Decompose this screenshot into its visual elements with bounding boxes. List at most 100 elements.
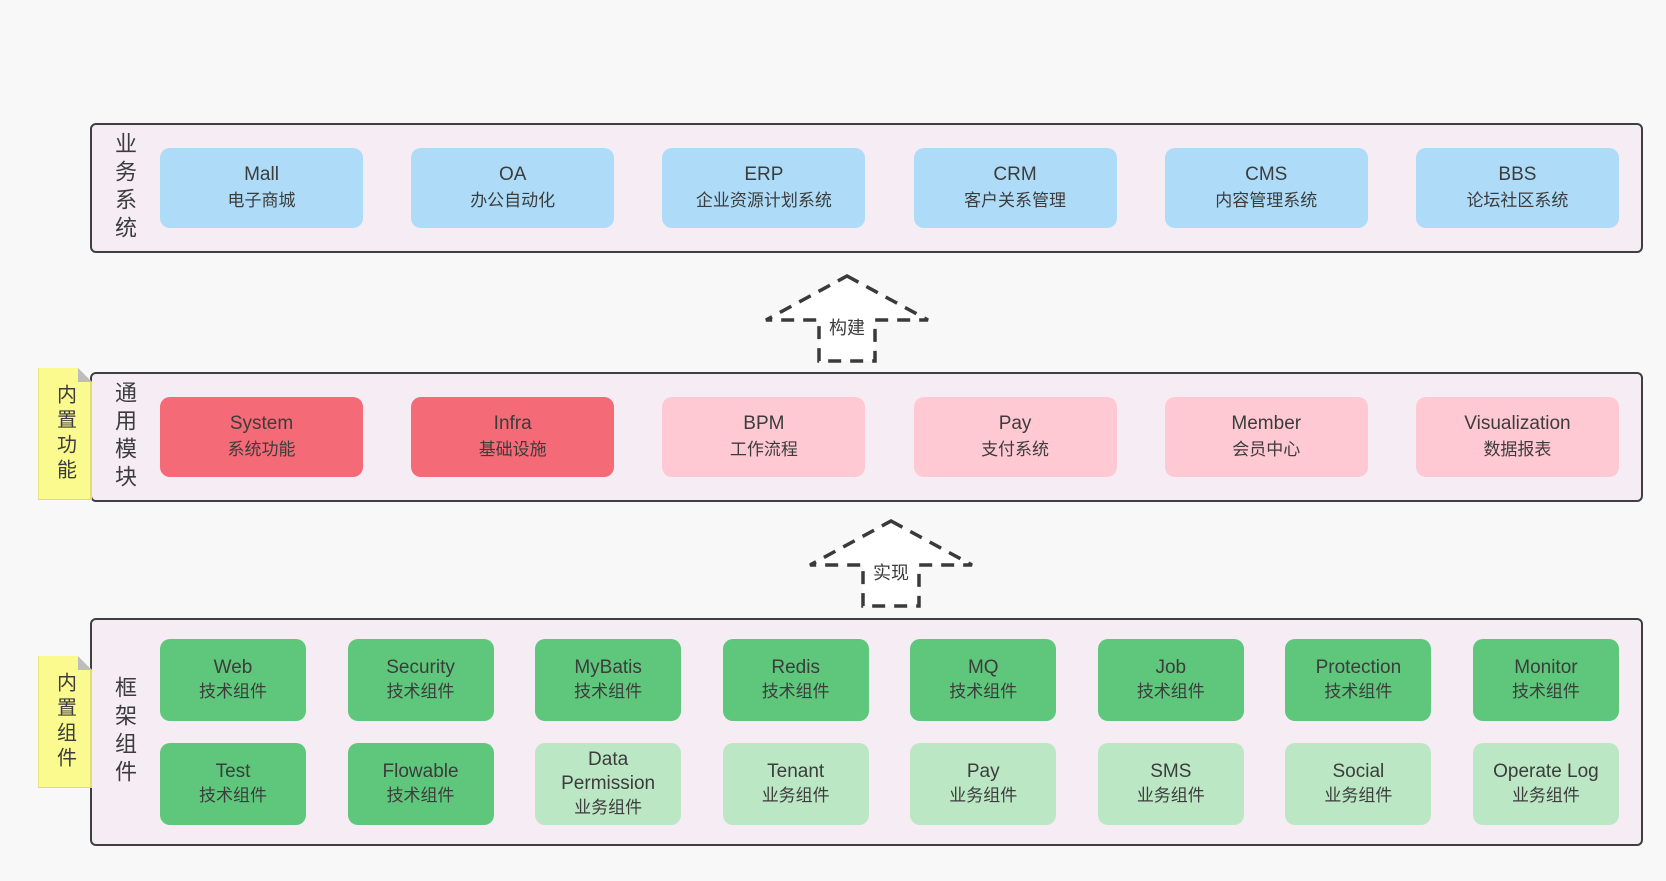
box-system: System 系统功能	[160, 397, 363, 477]
box-title: MQ	[967, 657, 999, 678]
box-subtitle: 业务组件	[1324, 786, 1393, 805]
box-title: MyBatis	[574, 657, 642, 678]
box-subtitle: 企业资源计划系统	[695, 191, 832, 210]
arrow-implement-label: 实现	[870, 558, 912, 587]
box-title: OA	[498, 164, 527, 185]
box-title: Monitor	[1514, 657, 1578, 678]
box-subtitle: 业务组件	[949, 786, 1018, 805]
box-data-permission: Data Permission 业务组件	[535, 743, 682, 825]
box-subtitle: 电子商城	[227, 191, 296, 210]
box-subtitle: 技术组件	[386, 682, 455, 701]
arrow-build: 构建	[762, 272, 932, 364]
box-title: SMS	[1150, 761, 1192, 782]
box-title: Pay	[998, 413, 1032, 434]
box-pay: Pay 支付系统	[913, 397, 1117, 477]
box-subtitle: 基础设施	[478, 440, 547, 459]
box-security: Security 技术组件	[347, 639, 494, 721]
box-visualization: Visualization 数据报表	[1415, 397, 1619, 477]
box-title: BPM	[743, 413, 785, 434]
box-subtitle: 业务组件	[761, 786, 830, 805]
box-mybatis: MyBatis 技术组件	[535, 639, 682, 721]
box-subtitle: 办公自动化	[470, 191, 556, 210]
box-subtitle: 技术组件	[386, 786, 455, 805]
box-subtitle: 技术组件	[199, 786, 267, 805]
box-subtitle: 技术组件	[761, 682, 830, 701]
box-mq: MQ 技术组件	[910, 639, 1057, 721]
box-subtitle: 技术组件	[1511, 682, 1580, 701]
arrow-build-label: 构建	[826, 313, 868, 342]
box-title: Job	[1155, 657, 1187, 678]
box-flowable: Flowable 技术组件	[347, 743, 494, 825]
box-subtitle: 论坛社区系统	[1466, 191, 1569, 210]
box-subtitle: 业务组件	[1511, 786, 1580, 805]
box-title: Visualization	[1464, 413, 1571, 434]
sticky-label: 内置功能	[53, 384, 76, 484]
box-bpm: BPM 工作流程	[662, 397, 866, 477]
box-sms: SMS 业务组件	[1097, 743, 1244, 825]
box-cms: CMS 内容管理系统	[1164, 148, 1368, 228]
framework-components-boxes: Web 技术组件 Security 技术组件 MyBatis 技术组件 Redi…	[160, 639, 1619, 825]
box-title: Infra	[493, 413, 532, 434]
box-title: System	[229, 413, 294, 434]
arrow-implement: 实现	[806, 517, 976, 609]
box-member: Member 会员中心	[1164, 397, 1368, 477]
box-title: Operate Log	[1493, 761, 1599, 782]
box-subtitle: 内容管理系统	[1215, 191, 1318, 210]
box-subtitle: 支付系统	[981, 440, 1050, 459]
box-subtitle: 技术组件	[199, 682, 267, 701]
box-oa: OA 办公自动化	[411, 148, 615, 228]
box-subtitle: 数据报表	[1483, 440, 1552, 459]
box-crm: CRM 客户关系管理	[913, 148, 1117, 228]
sticky-builtin-components: 内置组件	[38, 656, 92, 788]
box-title: Security	[386, 657, 455, 678]
box-web: Web 技术组件	[160, 639, 306, 721]
box-redis: Redis 技术组件	[722, 639, 869, 721]
box-subtitle: 系统功能	[227, 440, 296, 459]
box-subtitle: 技术组件	[574, 682, 643, 701]
layer-framework-components: 框架组件 Web 技术组件 Security 技术组件 MyBatis 技术组件…	[90, 618, 1643, 846]
box-subtitle: 工作流程	[729, 440, 798, 459]
framework-row-1: Web 技术组件 Security 技术组件 MyBatis 技术组件 Redi…	[160, 639, 1619, 721]
box-subtitle: 技术组件	[1136, 682, 1205, 701]
box-erp: ERP 企业资源计划系统	[662, 148, 866, 228]
box-title: Mall	[244, 164, 279, 185]
box-title: Tenant	[767, 761, 825, 782]
box-title: Test	[215, 761, 251, 782]
box-pay-business: Pay 业务组件	[910, 743, 1057, 825]
box-protection: Protection 技术组件	[1285, 639, 1432, 721]
box-title: Data Permission	[561, 749, 656, 794]
box-infra: Infra 基础设施	[411, 397, 615, 477]
box-tenant: Tenant 业务组件	[722, 743, 869, 825]
box-bbs: BBS 论坛社区系统	[1415, 148, 1619, 228]
common-modules-boxes: System 系统功能 Infra 基础设施 BPM 工作流程 Pay 支付系统…	[160, 397, 1619, 477]
box-job: Job 技术组件	[1097, 639, 1244, 721]
box-subtitle: 技术组件	[1324, 682, 1393, 701]
box-mall: Mall 电子商城	[160, 148, 363, 228]
box-title: Pay	[966, 761, 1000, 782]
box-monitor: Monitor 技术组件	[1472, 639, 1619, 721]
box-subtitle: 会员中心	[1232, 440, 1301, 459]
layer-common-modules: 通用模块 System 系统功能 Infra 基础设施 BPM 工作流程 Pay…	[90, 372, 1643, 502]
layer-label-business-systems: 业务系统	[112, 132, 137, 244]
box-subtitle: 业务组件	[1136, 786, 1205, 805]
business-systems-boxes: Mall 电子商城 OA 办公自动化 ERP 企业资源计划系统 CRM 客户关系…	[160, 148, 1619, 228]
box-title: BBS	[1498, 164, 1537, 185]
box-title: Protection	[1315, 657, 1402, 678]
framework-row-2: Test 技术组件 Flowable 技术组件 Data Permission …	[160, 743, 1619, 825]
box-operate-log: Operate Log 业务组件	[1472, 743, 1619, 825]
layer-label-framework-components: 框架组件	[112, 676, 137, 788]
box-subtitle: 客户关系管理	[964, 191, 1067, 210]
sticky-label: 内置组件	[53, 672, 76, 772]
box-title: Member	[1231, 413, 1302, 434]
box-social: Social 业务组件	[1285, 743, 1432, 825]
sticky-builtin-features: 内置功能	[38, 368, 92, 500]
layer-business-systems: 业务系统 Mall 电子商城 OA 办公自动化 ERP 企业资源计划系统 CRM…	[90, 123, 1643, 253]
box-title: CMS	[1245, 164, 1288, 185]
box-title: Flowable	[382, 761, 459, 782]
layer-label-common-modules: 通用模块	[112, 381, 137, 493]
box-subtitle: 业务组件	[574, 798, 643, 817]
box-subtitle: 技术组件	[949, 682, 1018, 701]
box-title: Redis	[771, 657, 820, 678]
box-title: CRM	[993, 164, 1037, 185]
box-title: Web	[213, 657, 253, 678]
